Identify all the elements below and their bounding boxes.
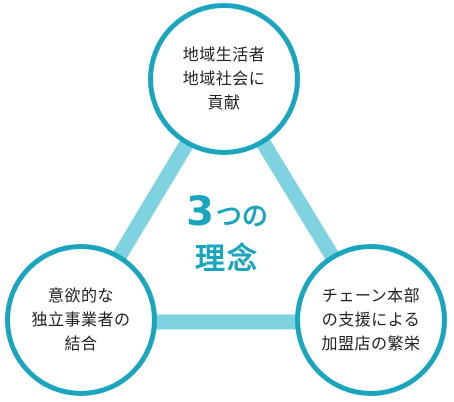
center-title-suffix: つの [215,202,268,232]
node-left-text: 意欲的な 独立事業者の 結合 [31,284,130,356]
node-right-line-3: 加盟店の繁栄 [321,334,421,353]
node-right-line-1: チェーン本部 [321,286,421,305]
node-independent-merchants: 意欲的な 独立事業者の 結合 [5,244,157,396]
node-top-line-3: 貢献 [207,93,241,112]
node-right-text: チェーン本部 の支援による 加盟店の繁栄 [321,284,420,356]
center-title-number: 3 [186,189,214,235]
node-right-line-2: の支援による [321,310,421,329]
node-top-line-2: 地域社会に [182,69,266,88]
node-top-text: 地域生活者 地域社会に 貢献 [183,43,266,115]
center-title-line-1: 3つの [150,192,304,240]
center-title-word: 理念 [195,242,259,277]
node-left-line-3: 結合 [64,334,98,353]
node-left-line-1: 意欲的な [47,286,114,305]
node-top-line-1: 地域生活者 [182,45,266,64]
center-title: 3つの 理念 [150,192,304,280]
node-left-line-2: 独立事業者の [31,310,131,329]
node-franchise-prosperity: チェーン本部 の支援による 加盟店の繁栄 [295,244,447,396]
node-community-contribution: 地域生活者 地域社会に 貢献 [148,3,300,155]
